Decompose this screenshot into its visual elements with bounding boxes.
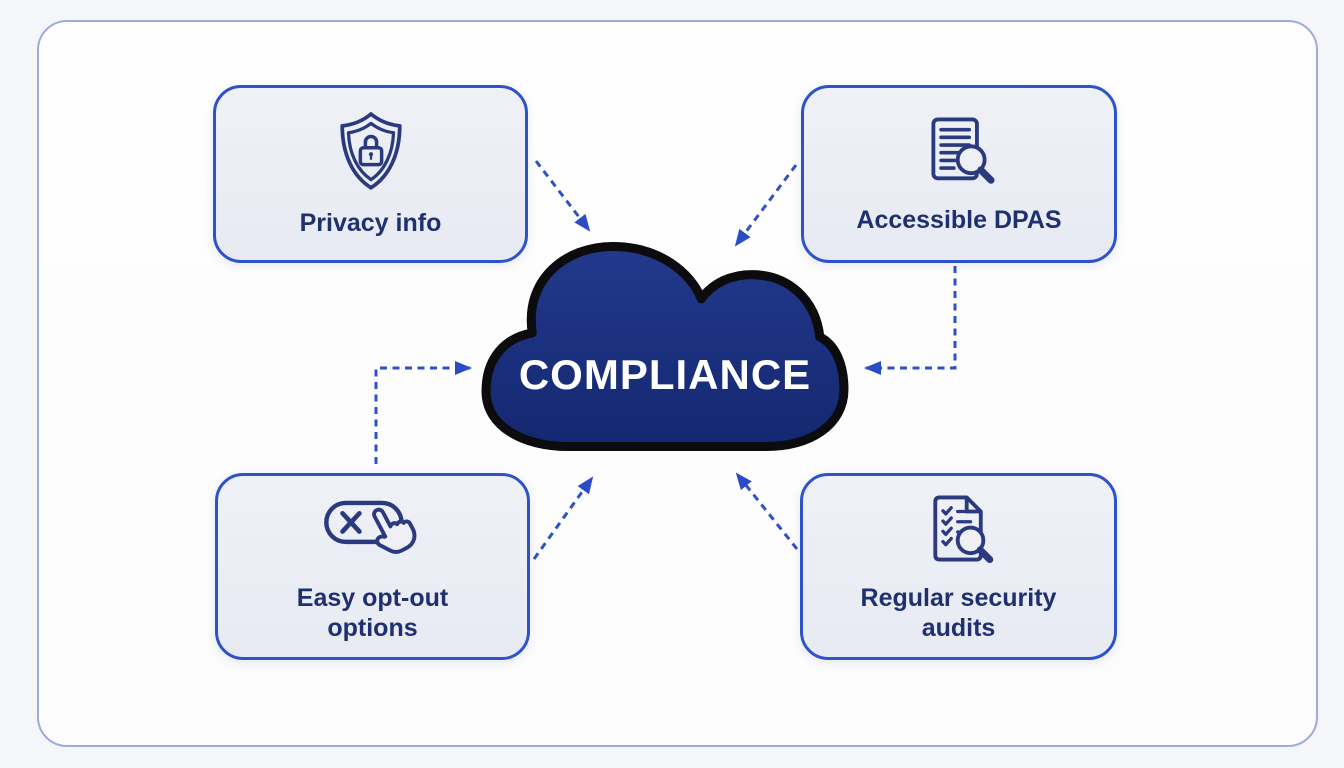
node-privacy-info: Privacy info (213, 85, 528, 263)
document-search-icon (931, 117, 995, 184)
checklist-search-icon (932, 494, 993, 563)
opt-out-click-icon (323, 500, 416, 554)
cloud-label: COMPLIANCE (518, 351, 812, 398)
node-label-privacy-info: Privacy info (299, 209, 442, 237)
node-easy-opt-out: Easy opt-out options (215, 473, 530, 660)
shield-lock-icon (339, 112, 402, 190)
node-security-audits: Regular security audits (800, 473, 1117, 660)
node-label-easy-opt-out: Easy opt-out options (296, 584, 449, 642)
node-accessible-dpas: Accessible DPAS (801, 85, 1117, 263)
compliance-cloud: COMPLIANCE (478, 238, 852, 456)
cloud-shape (481, 241, 849, 452)
node-label-accessible-dpas: Accessible DPAS (856, 206, 1062, 234)
node-label-security-audits: Regular security audits (860, 583, 1057, 642)
